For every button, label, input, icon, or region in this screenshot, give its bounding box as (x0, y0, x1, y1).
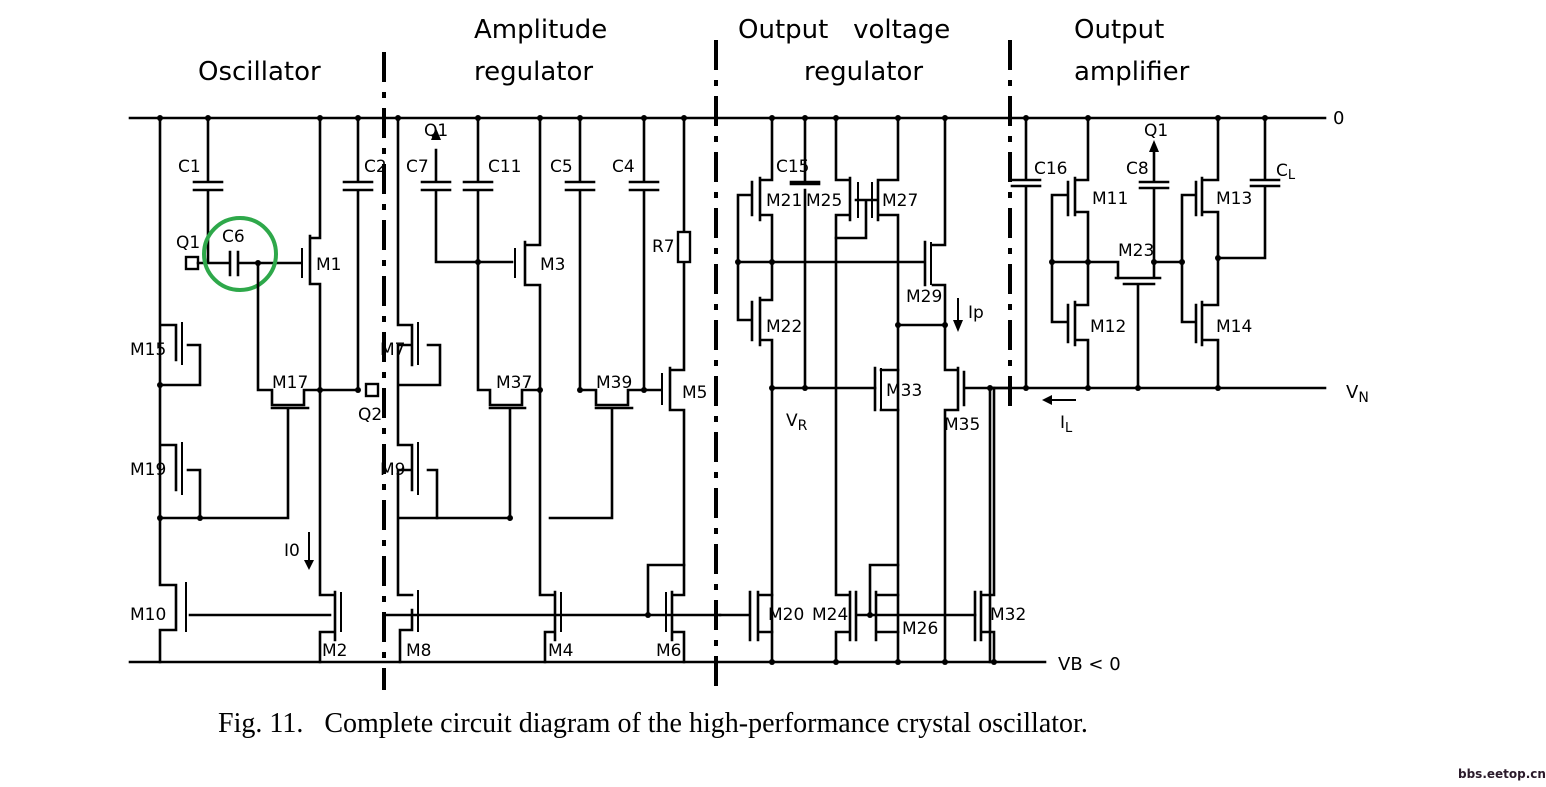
label-m7: M7 (380, 340, 405, 360)
output-amplifier-section: C16 M11 M12 Q1 C8 M23 M13 M14 CL IL (1010, 115, 1296, 436)
label-c15: C15 (776, 157, 810, 177)
section-dividers (382, 40, 1012, 690)
label-i0: I0 (284, 541, 300, 561)
section-title-amplitude-regulator-line2: regulator (474, 57, 593, 87)
label-m25: M25 (806, 191, 842, 211)
label-c7: C7 (406, 157, 429, 177)
label-cl: CL (1276, 161, 1296, 183)
label-il: IL (1060, 413, 1073, 436)
power-rails: 0 VN VB < 0 (128, 108, 1369, 675)
watermark: bbs.eetop.cn (1458, 767, 1546, 781)
label-m9: M9 (380, 460, 405, 480)
arrow-left-icon (1042, 395, 1052, 405)
label-c2: C2 (364, 157, 387, 177)
section-title-output-amplifier-line2: amplifier (1074, 57, 1190, 87)
section-titles: Oscillator Amplitude regulator Output vo… (198, 15, 1190, 87)
rail-top-label: 0 (1333, 108, 1344, 129)
label-m19: M19 (130, 460, 166, 480)
label-r7: R7 (652, 237, 675, 257)
label-m8: M8 (406, 641, 431, 661)
label-m1: M1 (316, 255, 341, 275)
label-m32: M32 (990, 605, 1026, 625)
label-m11: M11 (1092, 189, 1128, 209)
label-c5: C5 (550, 157, 573, 177)
label-c6: C6 (222, 227, 245, 247)
output-voltage-regulator-section: M21 M22 M20 C15 M25 VR M27 M24 M26 M29 I… (718, 115, 1026, 665)
label-m17: M17 (272, 373, 308, 393)
label-m33: M33 (886, 381, 922, 401)
label-m4: M4 (548, 641, 573, 661)
label-m14: M14 (1216, 317, 1252, 337)
highlight-circle-c6 (202, 216, 278, 292)
label-q1-amp: Q1 (424, 121, 448, 141)
label-m24: M24 (812, 605, 848, 625)
label-m23: M23 (1118, 241, 1154, 261)
label-m15: M15 (130, 340, 166, 360)
amplitude-regulator-section: M7 M9 M8 Q1 C7 C11 M37 M3 M4 C5 M39 (380, 115, 722, 664)
section-title-output-amplifier-line1: Output (1074, 15, 1164, 45)
arrow-down-icon (953, 320, 963, 332)
figure-caption: Fig. 11. Complete circuit diagram of the… (218, 708, 1088, 739)
label-m21: M21 (766, 191, 802, 211)
label-c11: C11 (488, 157, 522, 177)
label-m39: M39 (596, 373, 632, 393)
label-m3: M3 (540, 255, 565, 275)
section-title-output-voltage-regulator-line2: regulator (804, 57, 923, 87)
label-q1-out: Q1 (1144, 121, 1168, 141)
label-ip: Ip (968, 303, 984, 323)
section-title-oscillator: Oscillator (198, 57, 321, 87)
label-c16: C16 (1034, 159, 1068, 179)
arrow-up-icon (1149, 140, 1159, 152)
label-m10: M10 (130, 605, 166, 625)
label-q2: Q2 (358, 405, 382, 425)
label-m2: M2 (322, 641, 347, 661)
label-c8: C8 (1126, 159, 1149, 179)
label-q1-osc: Q1 (176, 233, 200, 253)
section-title-output-voltage-regulator-line1: Output voltage (738, 15, 950, 45)
arrow-down-icon (304, 560, 314, 570)
label-m26: M26 (902, 619, 938, 639)
label-vr: VR (786, 411, 808, 434)
rail-vb-label: VB < 0 (1058, 654, 1121, 675)
label-m6: M6 (656, 641, 681, 661)
terminal-q2 (364, 382, 380, 398)
oscillator-section: M15 M19 M10 C1 Q1 C6 M1 M17 C2 Q2 (130, 115, 387, 664)
terminal-q1 (184, 255, 200, 271)
label-m13: M13 (1216, 189, 1252, 209)
section-title-amplitude-regulator-line1: Amplitude (474, 15, 607, 45)
label-m29: M29 (906, 287, 942, 307)
arrow-up-icon (431, 128, 441, 140)
resistor-r7 (676, 230, 692, 264)
label-m20: M20 (768, 605, 804, 625)
label-m27: M27 (882, 191, 918, 211)
rail-vn-label: VN (1346, 382, 1369, 406)
label-m22: M22 (766, 317, 802, 337)
label-m12: M12 (1090, 317, 1126, 337)
label-m5: M5 (682, 383, 707, 403)
label-m35: M35 (944, 415, 980, 435)
label-c1: C1 (178, 157, 201, 177)
label-c4: C4 (612, 157, 635, 177)
label-m37: M37 (496, 373, 532, 393)
